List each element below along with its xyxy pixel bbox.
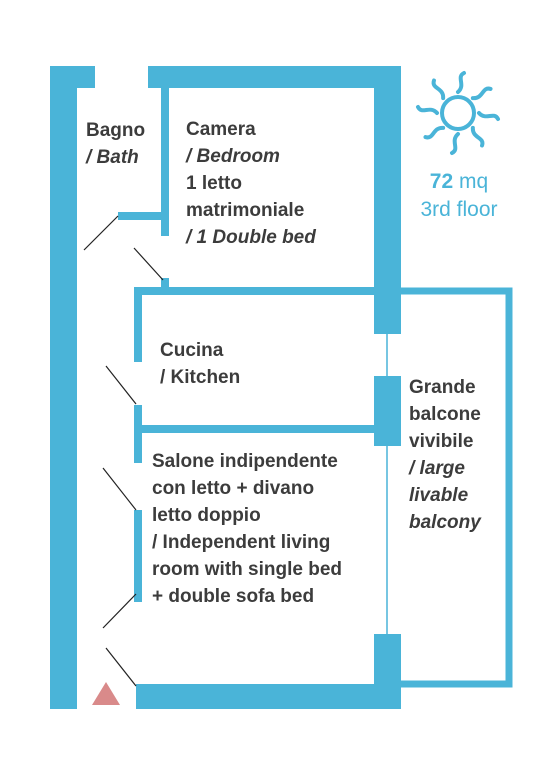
living-line3: letto doppio: [152, 505, 261, 526]
area-line: 72 mq: [400, 168, 518, 196]
partition-kitchen-left-lower: [134, 405, 142, 463]
balcony-label: Grande balcone vivibile / large livable …: [409, 374, 481, 536]
door-swing-living: [102, 467, 137, 511]
bath-translation: / Bath: [86, 147, 139, 168]
door-swing-bath-inner: [133, 247, 164, 281]
area-value: 72: [429, 170, 454, 193]
living-line2: con letto + divano: [152, 478, 315, 499]
kitchen-name: Cucina: [160, 340, 224, 361]
bedroom-translation: / Bedroom: [186, 146, 280, 167]
kitchen-label: Cucina / Kitchen: [160, 337, 240, 391]
bedroom-bed-translation: / 1 Double bed: [186, 227, 316, 248]
living-line4: / Independent living: [152, 532, 331, 553]
entrance-triangle-icon: [92, 682, 120, 705]
bedroom-bed-line2: matrimoniale: [186, 200, 305, 221]
door-swing-living-2: [102, 593, 137, 629]
apartment-info: 72 mq 3rd floor: [400, 168, 518, 224]
partition-kitchen-top: [134, 287, 374, 295]
balcony-line2: balcone: [409, 404, 481, 425]
wall-top-right: [148, 66, 401, 88]
living-line5: room with single bed: [152, 559, 343, 580]
partition-kitchen-left: [134, 287, 142, 362]
wall-top-left: [50, 66, 95, 88]
partition-living-left: [134, 510, 142, 602]
door-swing-bath: [83, 215, 119, 251]
balcony-line1: Grande: [409, 377, 476, 398]
door-swing-entrance: [105, 647, 137, 687]
bedroom-label: Camera / Bedroom 1 letto matrimoniale / …: [186, 116, 316, 251]
balcony-line4: / large: [409, 458, 465, 479]
door-swings: [83, 215, 164, 687]
balcony-line5: livable: [409, 485, 469, 506]
wall-left-outer: [50, 66, 77, 709]
partition-bath-horizontal: [118, 212, 169, 220]
balcony-line6: balcony: [409, 512, 481, 533]
area-unit: mq: [459, 170, 489, 193]
living-line6: + double sofa bed: [152, 586, 315, 607]
floor-label: 3rd floor: [420, 198, 498, 221]
kitchen-translation: / Kitchen: [160, 367, 241, 388]
bedroom-name: Camera: [186, 119, 256, 140]
wall-bottom: [136, 684, 401, 709]
bath-label: Bagno / Bath: [86, 117, 145, 171]
partition-bath-vertical: [161, 88, 169, 236]
living-label: Salone indipendente con letto + divano l…: [152, 448, 342, 610]
bedroom-bed-line1: 1 letto: [186, 173, 242, 194]
living-line1: Salone indipendente: [152, 451, 338, 472]
partition-kitchen-bottom: [134, 425, 374, 433]
sun-icon: [416, 71, 500, 155]
wall-right-upper: [374, 66, 401, 334]
balcony-outline: [386, 287, 513, 688]
bath-name: Bagno: [86, 120, 146, 141]
balcony-line3: vivibile: [409, 431, 474, 452]
door-swing-kitchen: [105, 365, 137, 405]
balcony-thick-edge: [401, 287, 513, 688]
partition-bath-stub: [161, 278, 169, 292]
